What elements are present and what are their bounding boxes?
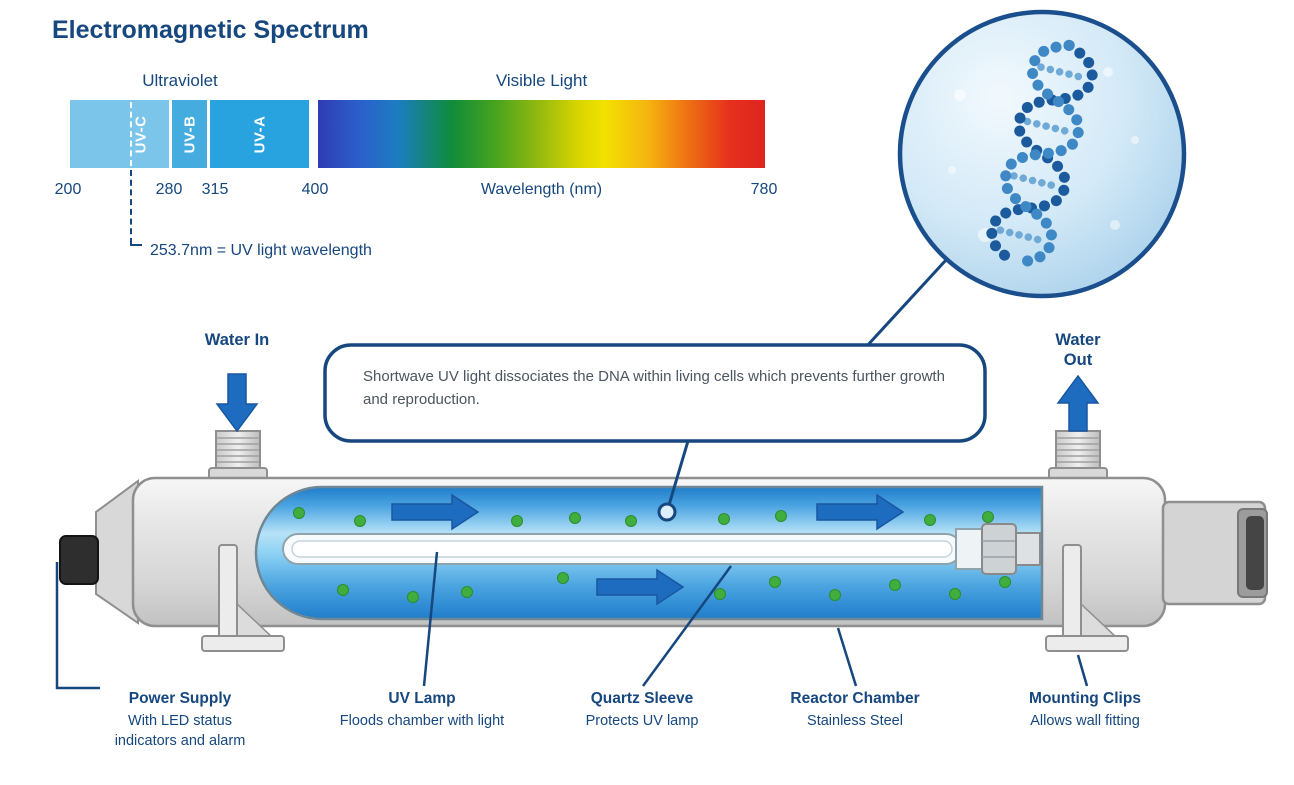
visible-spectrum-gradient-bar (318, 100, 765, 168)
ultraviolet-section-label: Ultraviolet (142, 71, 218, 90)
mounting-clips-leader (1076, 654, 1089, 687)
flow-arrow-right (816, 493, 905, 531)
uv-c-band-label: UV-C (132, 115, 149, 153)
part-label-mounting-clips: Mounting Clips Allows wall fitting (990, 690, 1180, 732)
uv-lamp-assembly (282, 523, 1041, 575)
microbe-dot (625, 515, 637, 527)
part-desc: Stainless Steel (807, 713, 903, 729)
wavelength-tick-400: 400 (301, 181, 329, 198)
microbe-dot (407, 591, 419, 603)
microbe-dot (949, 588, 961, 600)
microbe-dot (354, 515, 366, 527)
part-desc: Floods chamber with light (339, 713, 505, 729)
part-label-quartz-sleeve: Quartz Sleeve Protects UV lamp (552, 690, 732, 732)
inlet-pipe-threads (217, 437, 259, 463)
outlet-pipe (1048, 430, 1108, 483)
callout-to-chamber-line (667, 440, 690, 506)
lamp-compression-nut (981, 523, 1017, 575)
water-out-arrow-icon (1056, 374, 1100, 432)
part-label-uv-lamp: UV Lamp Floods chamber with light (317, 690, 527, 732)
leader-lines (55, 551, 1089, 690)
power-supply-leader (55, 562, 100, 690)
microbe-dot (511, 515, 523, 527)
outlet-pipe-threads (1057, 437, 1099, 463)
wavelength-tick-280: 280 (155, 181, 183, 198)
uv-b-band-label: UV-B (181, 115, 198, 153)
uv-a-band-label: UV-A (251, 115, 268, 153)
uv-wavelength-marker-dash-top (130, 102, 132, 166)
wavelength-axis-label: Wavelength (nm) (480, 181, 603, 198)
wavelength-tick-200: 200 (54, 181, 82, 198)
dna-bg-bubbles (948, 67, 1139, 242)
callout-box (323, 343, 987, 443)
power-cable-plug (59, 535, 99, 585)
wavelength-tick-315: 315 (201, 181, 229, 198)
water-in-arrow-icon (215, 373, 259, 433)
part-desc: Protects UV lamp (585, 713, 699, 729)
microbe-dot (718, 513, 730, 525)
inlet-pipe (208, 430, 268, 483)
flow-arrows (391, 493, 905, 606)
page-title: Electromagnetic Spectrum (52, 16, 369, 44)
microbe-dots (293, 507, 1011, 603)
callout-to-dna-line (864, 258, 948, 349)
uv-lamp-leader (422, 551, 439, 687)
microbe-dot (461, 586, 473, 598)
uv-wavelength-marker-corner (130, 244, 142, 246)
reactor-chamber-leader (836, 627, 858, 687)
part-title: Power Supply (128, 690, 232, 707)
microbe-dot (775, 510, 787, 522)
microbe-dot (769, 576, 781, 588)
callout (323, 258, 987, 522)
part-title: Reactor Chamber (790, 690, 920, 707)
right-end-extension (1161, 500, 1268, 606)
power-inlet-end (59, 479, 139, 625)
dna-helix-icon (986, 39, 1098, 269)
quartz-sleeve-leader (641, 565, 733, 687)
part-label-reactor-chamber: Reactor Chamber Stainless Steel (760, 690, 950, 732)
part-label-power-supply: Power Supply With LED status indicators … (100, 690, 260, 751)
part-title: Quartz Sleeve (590, 690, 694, 707)
microbe-dot (889, 579, 901, 591)
uv-lamp-tube (291, 540, 953, 558)
microbe-dot (337, 584, 349, 596)
uv-wavelength-marker-dash-bottom (130, 170, 132, 244)
part-title: UV Lamp (388, 690, 456, 707)
outlet-bore (1246, 516, 1264, 590)
water-in-label: Water In (204, 331, 270, 349)
wavelength-tick-780: 780 (750, 181, 778, 198)
visible-light-section-label: Visible Light (495, 71, 588, 90)
dna-photo-inset (897, 9, 1187, 299)
microbe-dot (557, 572, 569, 584)
microbe-dot (569, 512, 581, 524)
part-desc: Allows wall fitting (1030, 713, 1140, 729)
mounting-clip-right (1045, 544, 1129, 652)
microbe-dot (924, 514, 936, 526)
microbe-dot (829, 589, 841, 601)
flow-arrow-right (391, 493, 480, 531)
callout-text: Shortwave UV light dissociates the DNA w… (363, 368, 945, 408)
water-out-label: Water Out (1055, 331, 1101, 369)
uv-a-band: UV-A (210, 100, 309, 168)
uv-c-band: UV-C (70, 100, 169, 168)
uv-b-band: UV-B (172, 100, 207, 168)
part-title: Mounting Clips (1029, 690, 1141, 707)
callout-target-ring (657, 502, 677, 522)
microbe-dot (293, 507, 305, 519)
part-desc: With LED status indicators and alarm (114, 713, 246, 749)
microbe-dot (999, 576, 1011, 588)
microbe-dot (714, 588, 726, 600)
mounting-clip-left (201, 544, 285, 652)
flow-arrow-right (596, 568, 685, 606)
microbe-dot (982, 511, 994, 523)
uv-wavelength-note: 253.7nm = UV light wavelength (150, 242, 372, 259)
